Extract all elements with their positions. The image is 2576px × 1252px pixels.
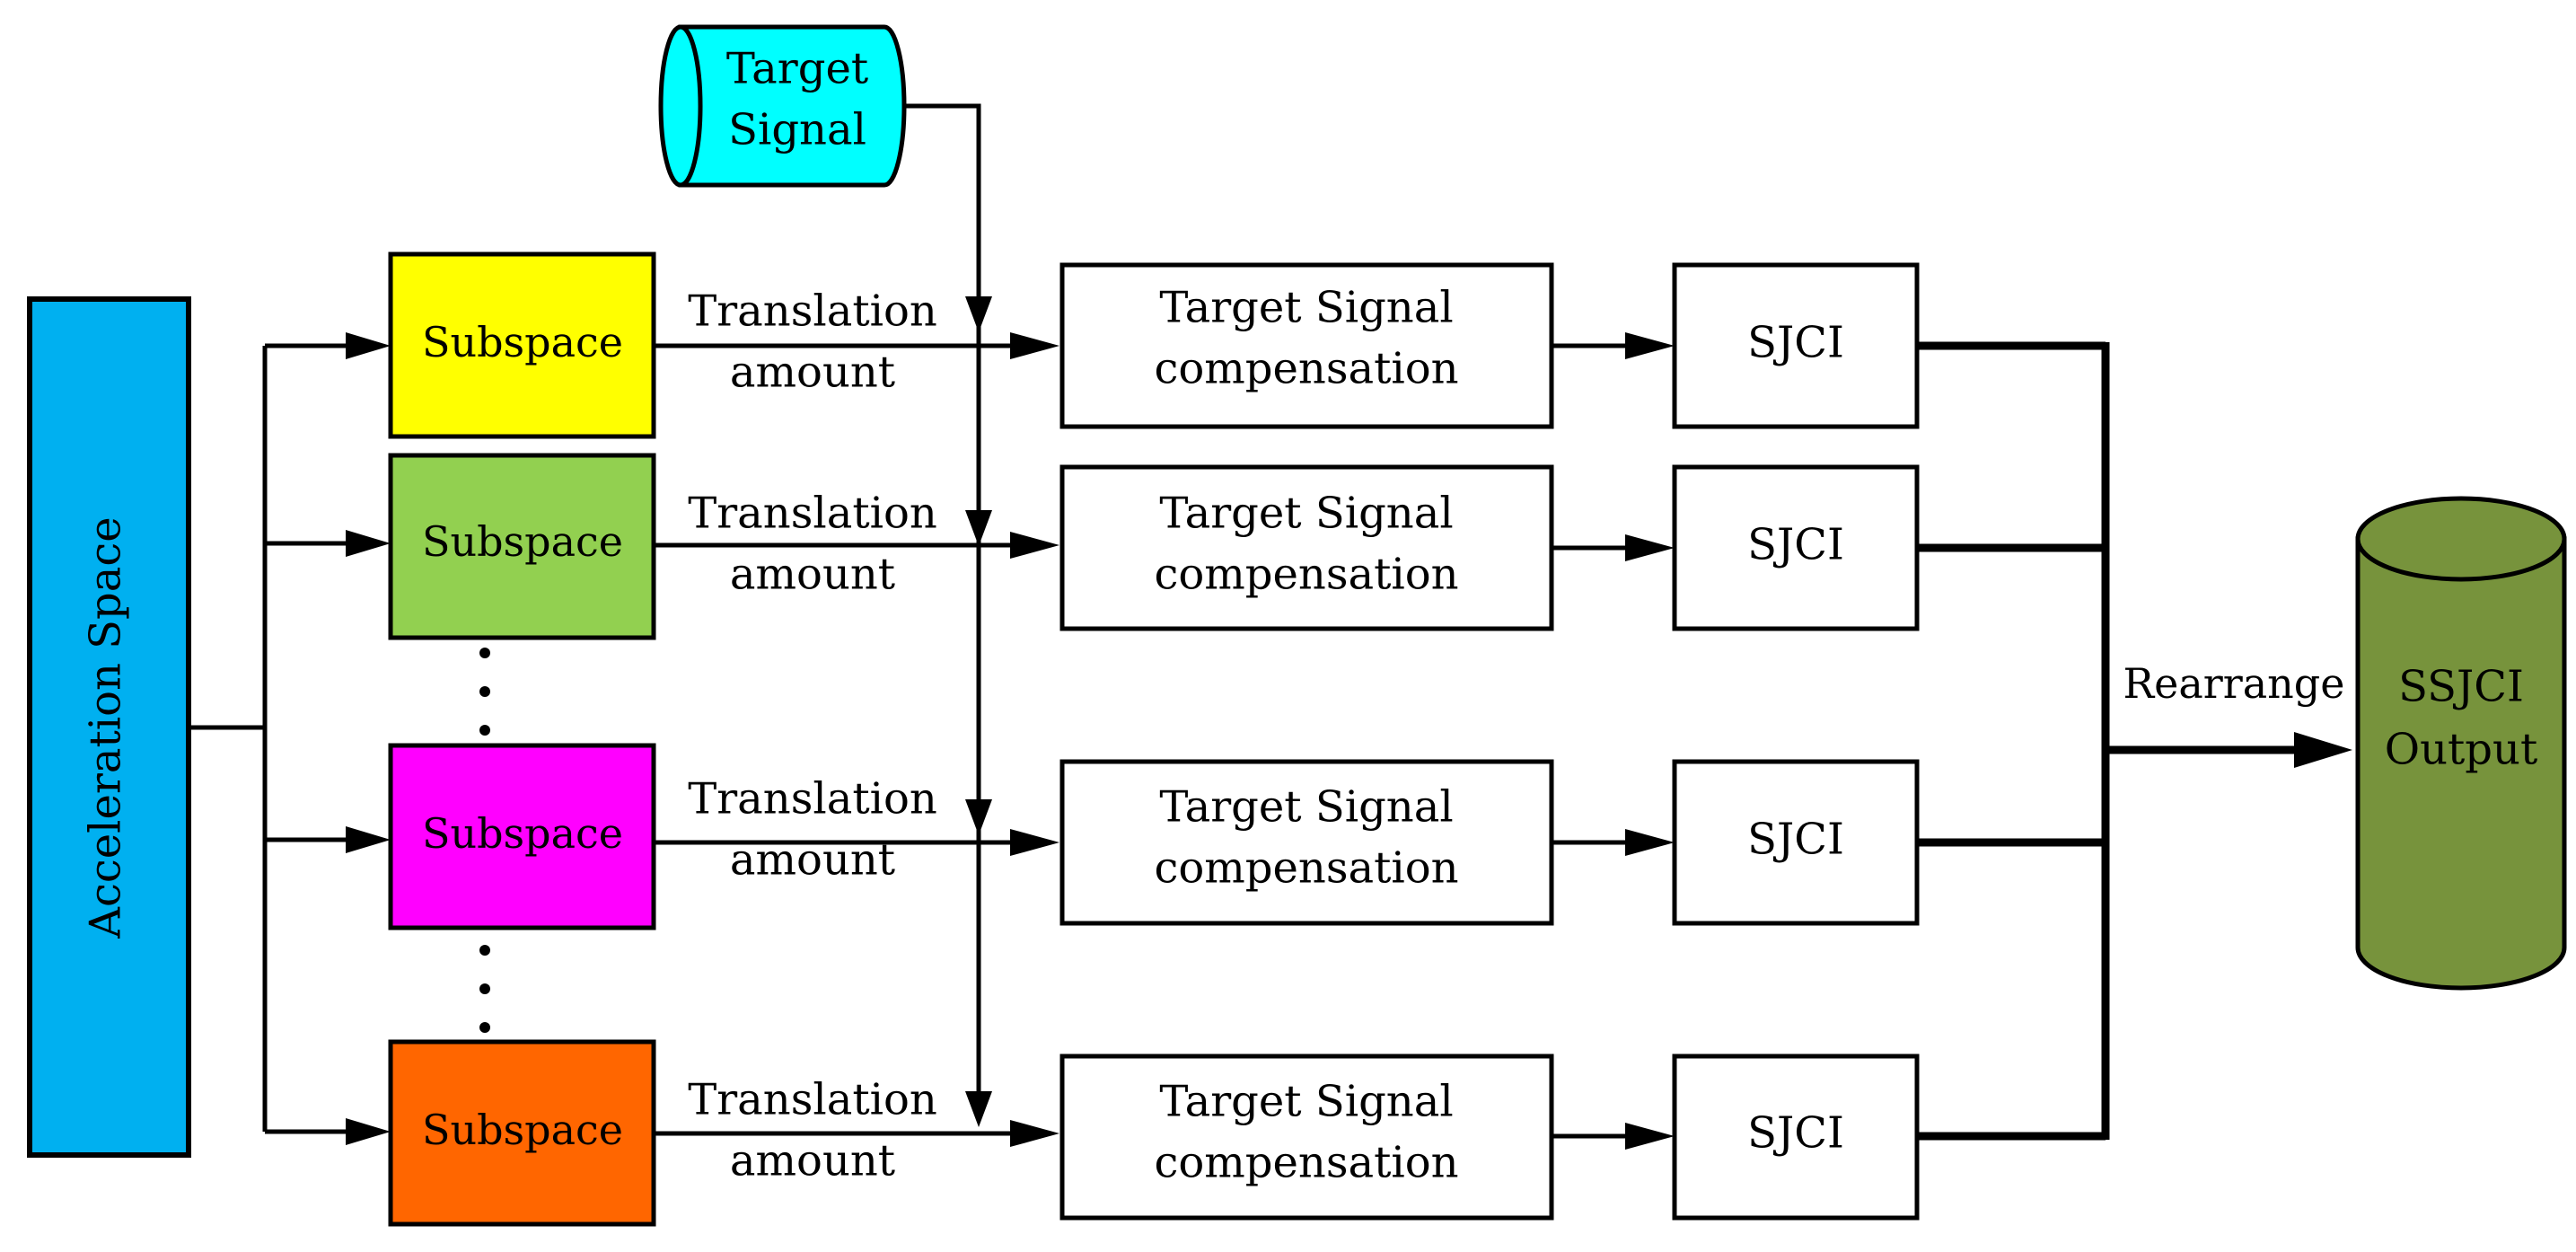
compensation-label-2a: Target Signal	[1159, 489, 1453, 539]
subspace-label-1: Subspace	[422, 318, 623, 366]
ellipsis-dots	[479, 648, 490, 1033]
acceleration-space-label: Acceleration Space	[81, 516, 131, 939]
subspace-block-3	[388, 743, 656, 930]
subspace-label-4: Subspace	[422, 1106, 623, 1154]
compensation-label-3a: Target Signal	[1159, 782, 1453, 833]
output-cylinder	[2355, 496, 2567, 991]
translation-label-3a: Translation	[688, 774, 937, 824]
compensation-block-1	[1059, 262, 1554, 429]
input-trunk	[189, 343, 346, 1134]
compensation-label-2b: compensation	[1154, 550, 1458, 600]
compensation-label-3b: compensation	[1154, 843, 1458, 894]
compensation-block-3	[1059, 759, 1554, 926]
target-signal-label-line2: Signal	[728, 105, 866, 155]
compensation-to-sjci-lines	[1552, 343, 1625, 1139]
output-collector	[1917, 341, 2294, 1141]
translation-arrowheads	[1010, 332, 1059, 1147]
translation-label-2a: Translation	[688, 489, 937, 539]
sjci-label-4: SJCI	[1747, 1108, 1844, 1159]
input-arrowheads	[346, 332, 391, 1145]
compensation-label-1b: compensation	[1154, 344, 1458, 394]
sjci-block-4	[1672, 1054, 1920, 1221]
sjci-label-1: SJCI	[1747, 318, 1844, 368]
output-label-line1: SSJCI	[2398, 662, 2524, 712]
output-arrowhead	[2294, 732, 2352, 768]
subspace-label-2: Subspace	[422, 517, 623, 566]
translation-lines	[654, 343, 1010, 1136]
compensation-block-4	[1059, 1054, 1554, 1221]
translation-label-2b: amount	[730, 550, 895, 600]
sjci-label-2: SJCI	[1747, 520, 1844, 570]
translation-label-4a: Translation	[688, 1075, 937, 1125]
output-label-line2: Output	[2385, 725, 2537, 775]
subspace-label-3: Subspace	[422, 809, 623, 858]
translation-label-1b: amount	[730, 348, 895, 398]
target-signal-cylinder	[658, 24, 907, 188]
target-signal-feed	[904, 103, 981, 1091]
compensation-label-4a: Target Signal	[1159, 1077, 1453, 1127]
target-signal-label-line1: Target	[726, 44, 868, 94]
compensation-block-2	[1059, 464, 1554, 631]
feed-arrowheads	[965, 296, 992, 1127]
compensation-to-sjci-arrowheads	[1625, 332, 1675, 1150]
sjci-label-3: SJCI	[1747, 815, 1844, 865]
translation-label-3b: amount	[730, 835, 895, 886]
compensation-label-4b: compensation	[1154, 1138, 1458, 1188]
rearrange-label: Rearrange	[2123, 659, 2345, 708]
translation-label-1a: Translation	[688, 287, 937, 337]
translation-label-4b: amount	[730, 1136, 895, 1186]
sjci-block-1	[1672, 262, 1920, 429]
sjci-block-2	[1672, 464, 1920, 631]
sjci-block-3	[1672, 759, 1920, 926]
subspace-block-4	[388, 1039, 656, 1227]
acceleration-space-block	[27, 296, 191, 1158]
compensation-label-1a: Target Signal	[1159, 283, 1453, 333]
